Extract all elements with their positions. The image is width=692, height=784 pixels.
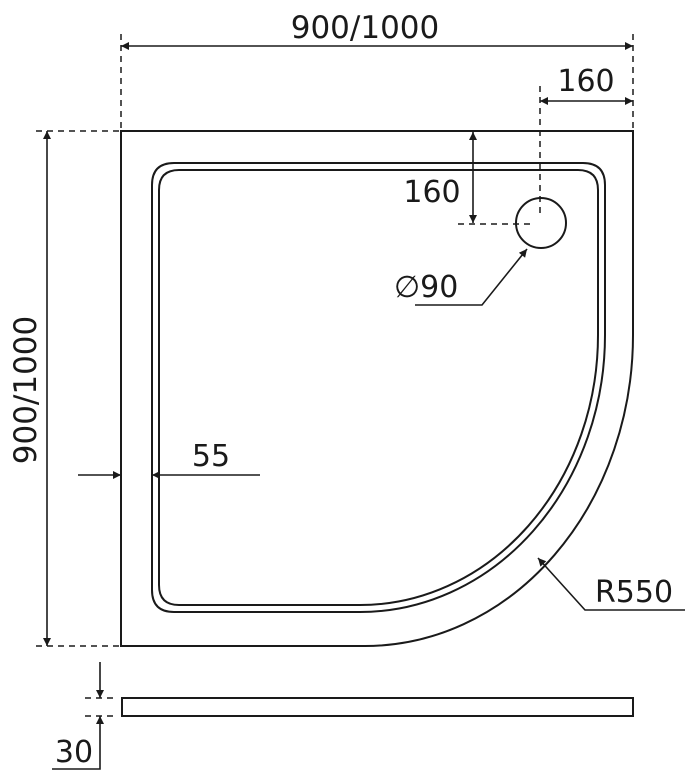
thickness-label: 30 <box>55 735 93 770</box>
drain-offset-x-label: 160 <box>557 64 614 99</box>
radius-label: R550 <box>595 575 673 610</box>
tray-side-view <box>121 697 634 717</box>
rim-width-label: 55 <box>192 439 230 474</box>
drain-diameter-label: ∅90 <box>394 270 458 305</box>
tray-outline <box>120 130 634 647</box>
radius-leader <box>537 557 685 611</box>
tray-inner-rim-outer <box>151 162 606 613</box>
drain-offset-y-label: 160 <box>403 175 460 210</box>
drain-hole <box>515 197 567 249</box>
tray-inner-rim-inner <box>158 169 599 606</box>
height-label: 900/1000 <box>8 316 44 465</box>
drain-diameter-leader <box>415 248 528 306</box>
width-label: 900/1000 <box>291 10 440 46</box>
thickness-arrow-bottom <box>52 716 104 770</box>
